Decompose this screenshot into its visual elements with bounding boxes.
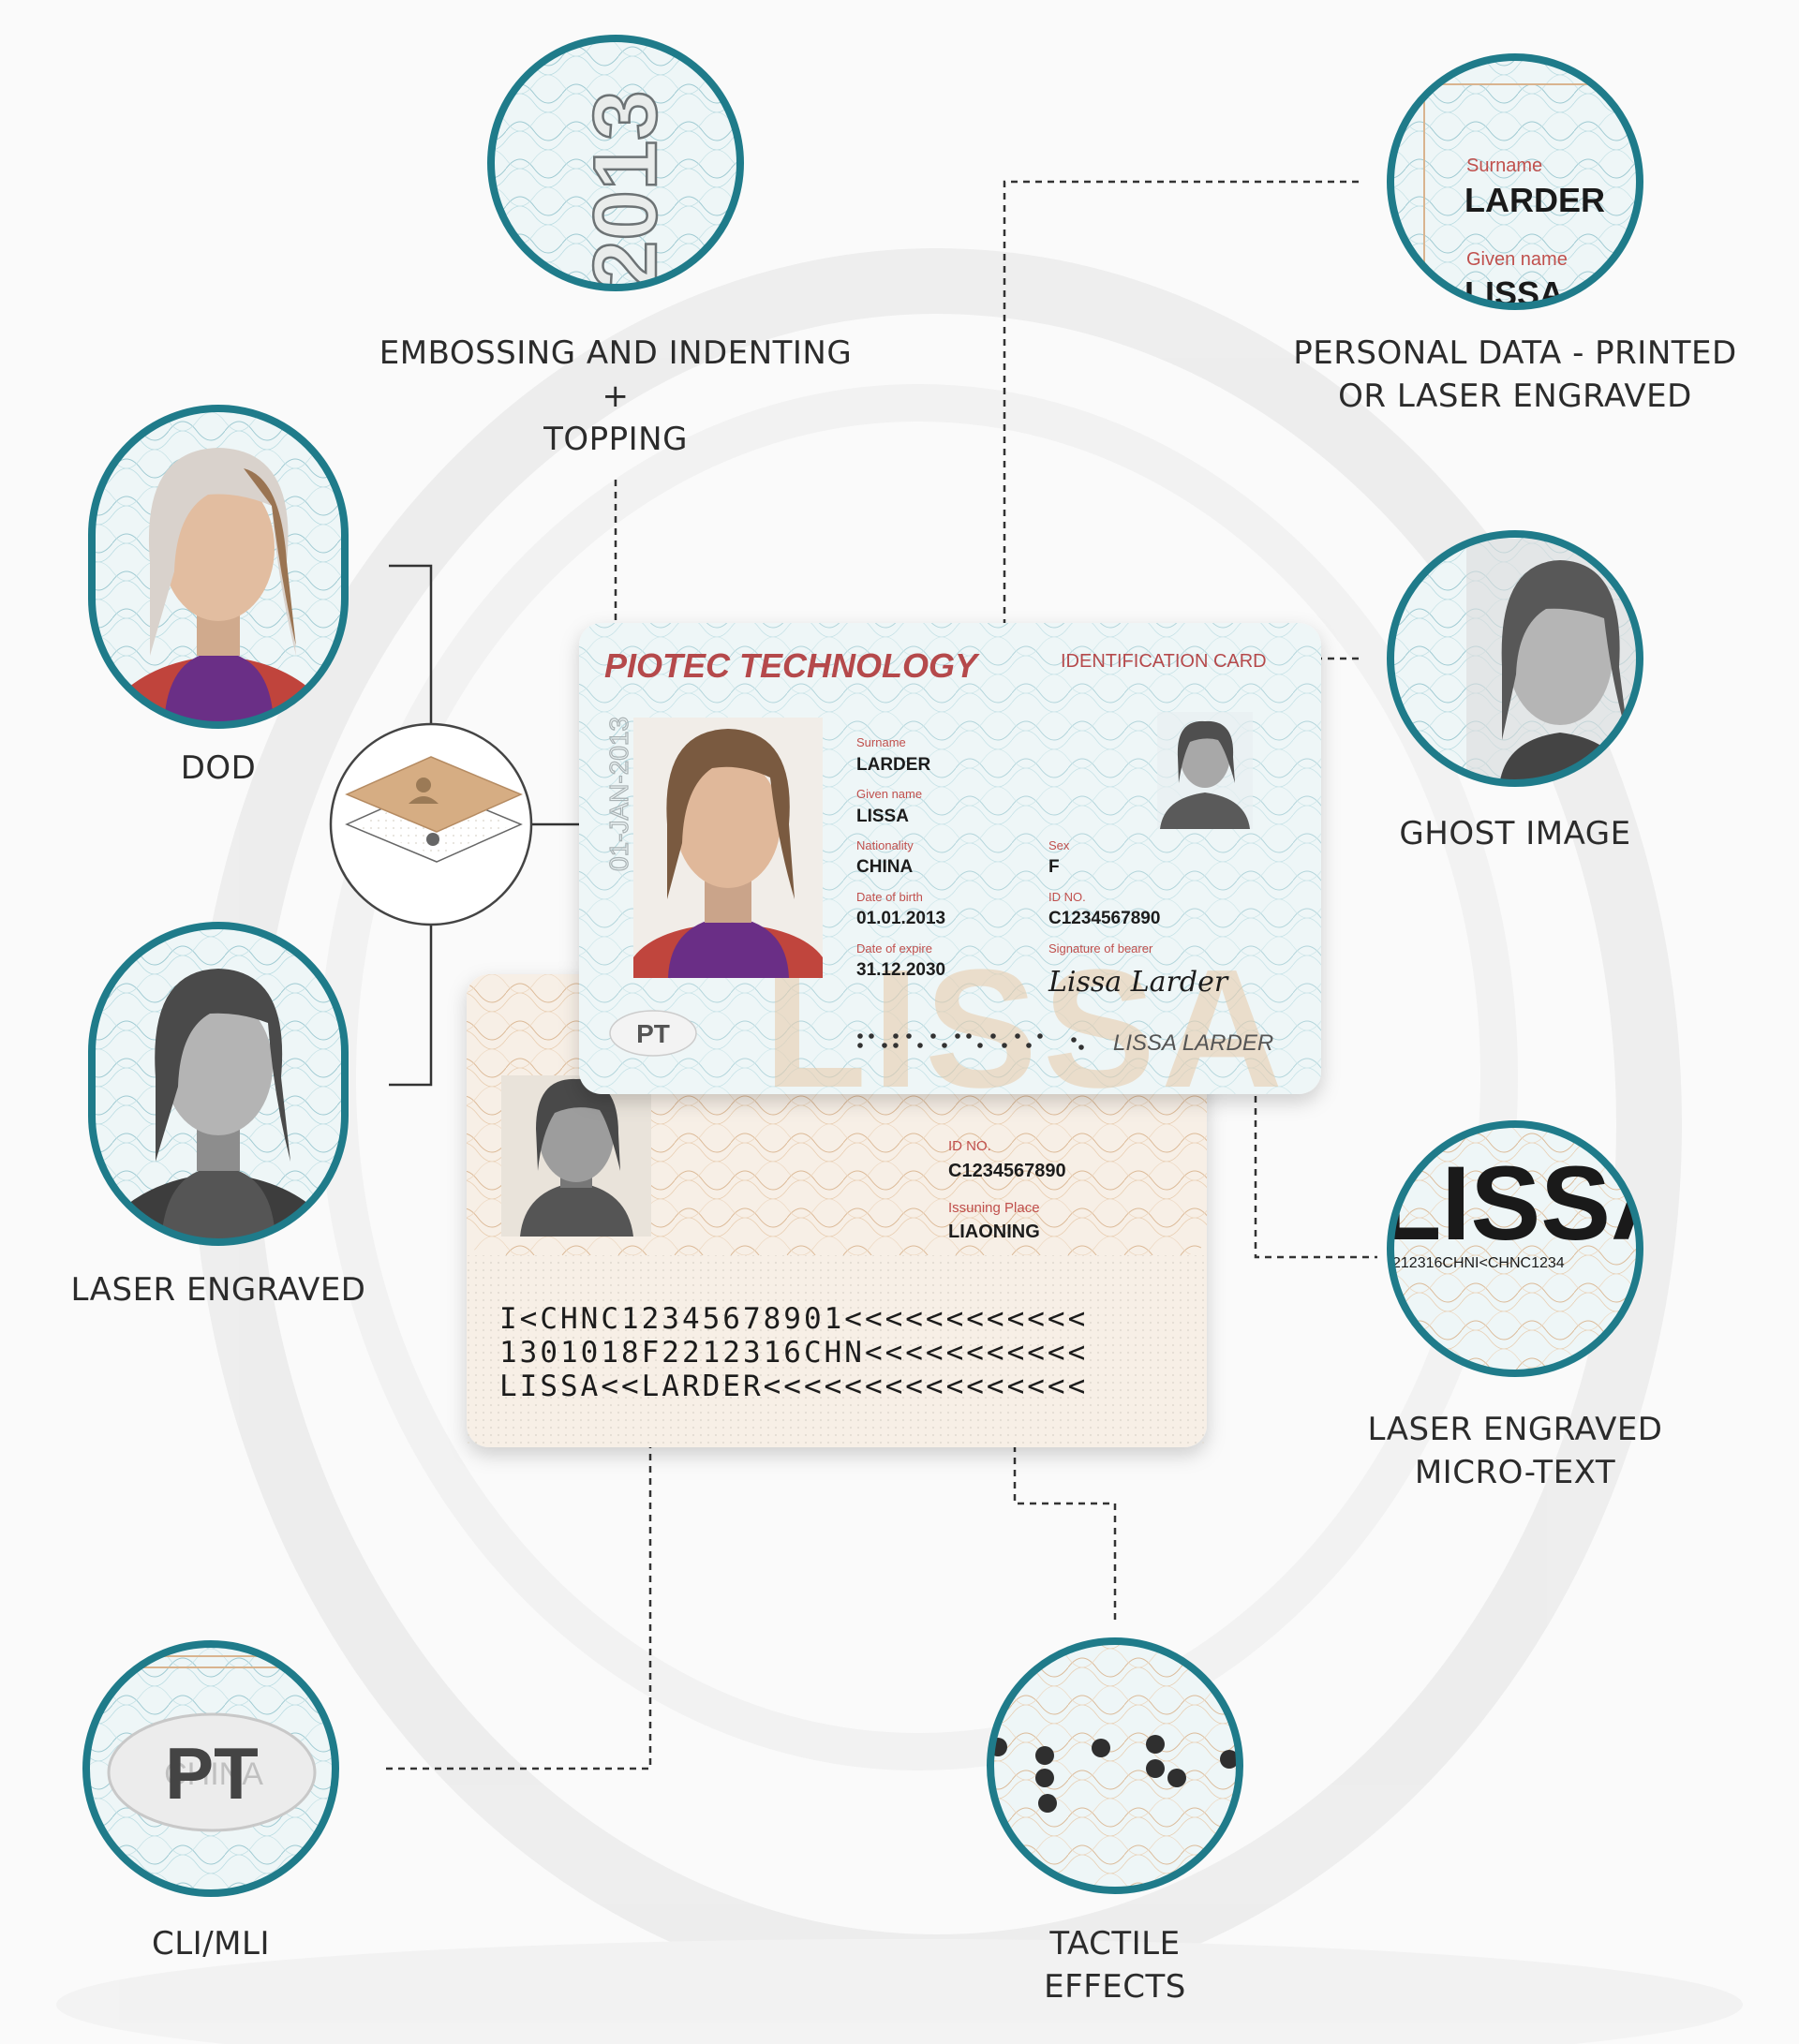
zoom-cli-mli: CHINA PT xyxy=(82,1640,339,1897)
mrz-line-1: I<CHNC12345678901<<<<<<<<<<<< xyxy=(499,1302,1088,1336)
dob-label: Date of birth xyxy=(856,890,923,904)
front-watermark: LISSA xyxy=(764,935,1288,1123)
label-ghost-image: GHOST IMAGE xyxy=(1346,812,1684,855)
label-embossing: EMBOSSING AND INDENTING + TOPPING xyxy=(372,332,859,461)
expiry-value: 31.12.2030 xyxy=(856,960,945,980)
zoom-micro-big: LISSA xyxy=(1377,1145,1687,1262)
surname-label: Surname xyxy=(856,735,906,749)
connector-micro-text xyxy=(1254,1096,1377,1259)
front-doc-type: IDENTIFICATION CARD xyxy=(1061,651,1267,672)
zoom-dod-portrait xyxy=(88,405,349,729)
zoom-micro-text: LISSA 212316CHNI<CHNC1234 xyxy=(1377,1120,1687,1377)
mrz-line-3: LISSA<<LARDER<<<<<<<<<<<<<<<< xyxy=(499,1370,1088,1403)
zoom-tactile xyxy=(987,1637,1243,1894)
front-portrait xyxy=(633,718,823,978)
idno-value: C1234567890 xyxy=(1048,909,1160,928)
laser-name: LISSA LARDER xyxy=(1113,1030,1273,1056)
zoom-cli-letters: PT xyxy=(165,1732,259,1814)
zoom-surname: LARDER xyxy=(1464,181,1605,219)
zoom-embossing: 2013 xyxy=(487,35,744,291)
label-laser-engraved-line-1: LASER ENGRAVED xyxy=(70,1271,366,1309)
front-cli-mli: PT xyxy=(609,1010,697,1057)
label-personal-data-line-1: PERSONAL DATA - PRINTED xyxy=(1293,334,1737,372)
label-cli-mli: CLI/MLI xyxy=(70,1922,351,1965)
label-tactile-line-1: TACTILE xyxy=(1049,1925,1181,1963)
label-dod-line-1: DOD xyxy=(180,749,257,787)
back-place-label: Issuning Place xyxy=(948,1200,1040,1216)
label-embossing-line-2: + xyxy=(602,378,630,415)
nationality-label: Nationality xyxy=(856,838,914,852)
sex-value: F xyxy=(1048,857,1060,877)
label-cli-mli-line-1: CLI/MLI xyxy=(152,1925,270,1963)
label-laser-engraved: LASER ENGRAVED xyxy=(50,1268,387,1311)
back-place: LIAONING xyxy=(948,1222,1040,1242)
mrz-line-2: 1301018F2212316CHN<<<<<<<<<<< xyxy=(499,1336,1088,1370)
label-micro-text-line-2: MICRO-TEXT xyxy=(1414,1454,1616,1491)
layers-icon xyxy=(329,722,533,926)
label-ghost-image-line-1: GHOST IMAGE xyxy=(1399,815,1631,852)
given-label: Given name xyxy=(856,787,922,801)
label-personal-data-line-2: OR LASER ENGRAVED xyxy=(1338,378,1692,415)
label-personal-data: PERSONAL DATA - PRINTED OR LASER ENGRAVE… xyxy=(1253,332,1777,418)
back-idno: C1234567890 xyxy=(948,1161,1066,1181)
zoom-laser-portrait xyxy=(88,922,349,1246)
front-tactile-dots xyxy=(857,1033,1084,1050)
label-tactile-line-2: EFFECTS xyxy=(1044,1968,1186,2006)
signature-label: Signature of bearer xyxy=(1048,941,1153,955)
signature: Lissa Larder xyxy=(1048,966,1229,999)
front-cli-letters: PT xyxy=(636,1019,670,1048)
front-emboss-date: 01-JAN-2013 xyxy=(604,717,633,871)
zoom-surname-label: Surname xyxy=(1466,156,1542,176)
front-brand: PIOTEC TECHNOLOGY xyxy=(604,646,980,685)
given-value: LISSA xyxy=(856,807,909,826)
back-idno-label: ID NO. xyxy=(948,1138,991,1154)
back-photo xyxy=(501,1075,651,1237)
nationality-value: CHINA xyxy=(856,857,913,877)
expiry-label: Date of expire xyxy=(856,941,932,955)
sex-label: Sex xyxy=(1048,838,1070,852)
zoom-micro-line: 212316CHNI<CHNC1234 xyxy=(1392,1255,1565,1271)
label-embossing-line-3: TOPPING xyxy=(543,421,688,458)
label-dod: DOD xyxy=(78,747,359,790)
zoom-given-label: Given name xyxy=(1466,249,1568,270)
label-micro-text-line-1: LASER ENGRAVED xyxy=(1367,1411,1663,1448)
surname-value: LARDER xyxy=(856,755,930,775)
front-ghost-image xyxy=(1157,712,1253,829)
zoom-emboss-year: 2013 xyxy=(575,90,676,290)
front-card: LISSA PIOTEC TECHNOLOGY IDENTIFICATION C… xyxy=(579,623,1321,1123)
idno-label: ID NO. xyxy=(1048,890,1086,904)
dob-value: 01.01.2013 xyxy=(856,909,945,928)
connector-cli xyxy=(386,1054,652,1770)
zoom-cli-under: CHINA xyxy=(164,1756,263,1792)
label-embossing-line-1: EMBOSSING AND INDENTING xyxy=(379,334,853,372)
zoom-personal-data: Surname LARDER Given name LISSA xyxy=(1387,53,1643,310)
label-micro-text: LASER ENGRAVED MICRO-TEXT xyxy=(1346,1408,1684,1494)
mrz-zone: I<CHNC12345678901<<<<<<<<<<<< 1301018F22… xyxy=(499,1302,1088,1403)
label-tactile: TACTILE EFFECTS xyxy=(974,1922,1256,2008)
